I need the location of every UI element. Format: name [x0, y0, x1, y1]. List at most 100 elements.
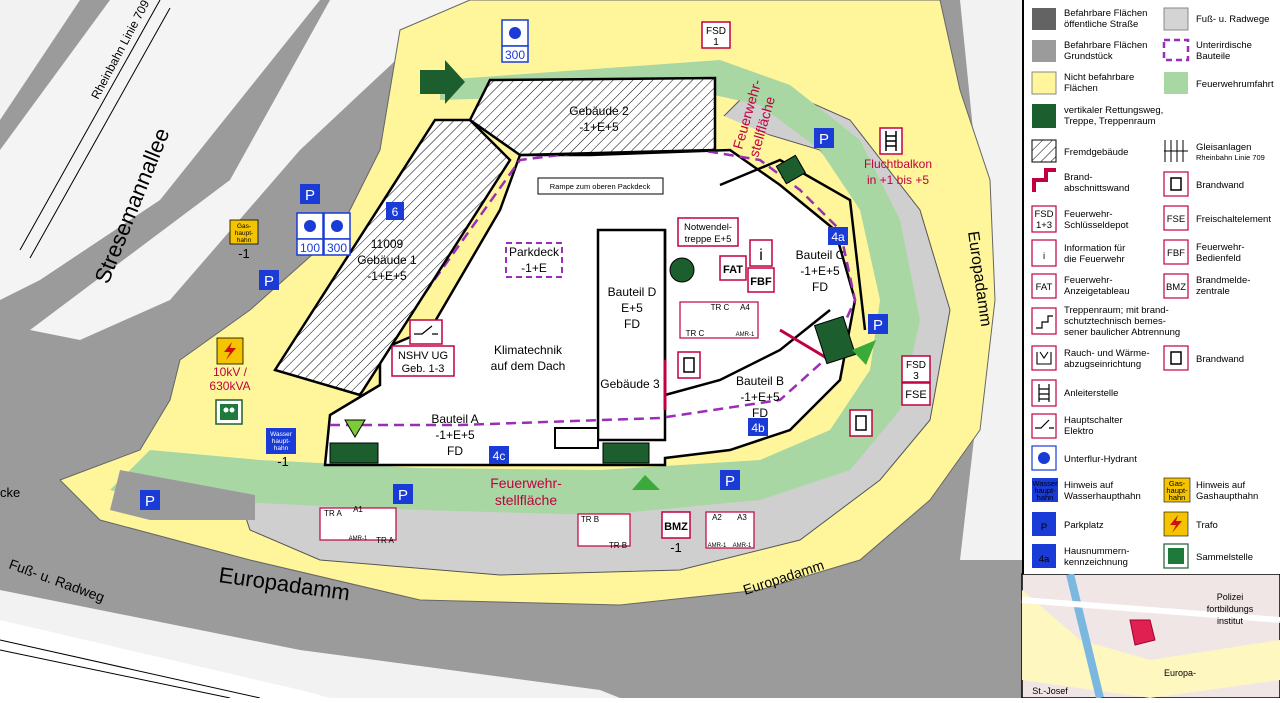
bauteil-b-name: Bauteil B	[736, 374, 784, 388]
legend-fse-icon	[1163, 205, 1189, 231]
svg-text:Rauch- und Wärme-: Rauch- und Wärme-	[1064, 348, 1150, 359]
fsd-3-box[interactable]	[901, 355, 931, 383]
rescue-stair-b[interactable]	[813, 315, 857, 365]
fbf-box[interactable]	[747, 267, 775, 293]
underground-outline	[330, 148, 857, 427]
parking-marker-2[interactable]: P	[259, 270, 279, 290]
svg-text:Nicht befahrbare: Nicht befahrbare	[1064, 72, 1134, 83]
hydrant-pair[interactable]: 100 300	[296, 212, 351, 256]
svg-text:300: 300	[505, 48, 525, 62]
parking-marker-3[interactable]: P	[814, 128, 834, 148]
svg-text:Gas-: Gas-	[237, 223, 251, 230]
legend-fsd-icon	[1031, 205, 1057, 233]
legend-swatch-footpath	[1163, 7, 1189, 31]
svg-text:Hinweis auf: Hinweis auf	[1064, 480, 1113, 491]
water-main-marker[interactable]: Wasser haupt- hahn -1	[266, 428, 296, 469]
svg-text:TR A: TR A	[376, 536, 394, 545]
tr-group-b[interactable]: TR B TR B	[577, 513, 631, 550]
svg-text:Hinweis auf: Hinweis auf	[1196, 480, 1245, 491]
svg-text:100: 100	[300, 241, 320, 255]
bmz-label: BMZ	[664, 521, 688, 533]
svg-text:P: P	[1041, 522, 1047, 533]
svg-text:10kV /: 10kV /	[213, 365, 248, 379]
svg-text:Freischaltelement: Freischaltelement	[1196, 214, 1271, 225]
svg-text:P: P	[305, 187, 315, 204]
notwendel-line1: Notwendel-	[684, 222, 732, 233]
svg-text:Wasser: Wasser	[270, 431, 293, 438]
svg-text:FAT: FAT	[1036, 282, 1053, 293]
svg-text:BMZ: BMZ	[1166, 282, 1186, 293]
switch-icon[interactable]	[409, 319, 443, 345]
parking-marker-7[interactable]: P	[140, 490, 160, 510]
triangle-3[interactable]	[632, 475, 660, 490]
railway-line-709	[19, 0, 171, 259]
svg-text:630kVA: 630kVA	[209, 379, 250, 393]
geb2-floors: -1+E+5	[579, 120, 619, 134]
svg-text:fortbildungs: fortbildungs	[1207, 604, 1254, 614]
gas-main-marker[interactable]: Gas- haupt- hahn -1	[229, 219, 259, 261]
triangle-b[interactable]	[852, 340, 876, 365]
trafo-marker[interactable]: 10kV / 630kVA	[209, 337, 251, 393]
gebaeude-1[interactable]	[273, 118, 512, 397]
bauteil-a-floors: -1+E+5	[435, 428, 475, 442]
entrance-arrow[interactable]	[420, 60, 465, 104]
svg-text:A2: A2	[712, 513, 722, 522]
svg-text:1+3: 1+3	[1036, 220, 1052, 231]
svg-text:sener baulicher Abtrennung: sener baulicher Abtrennung	[1064, 327, 1180, 338]
brandwand-icon-2[interactable]	[849, 409, 873, 437]
legend-info-icon	[1031, 239, 1057, 267]
fsd-3-line2: 3	[913, 371, 919, 382]
assembly-point-marker[interactable]	[215, 399, 243, 425]
notwendel-line2: treppe E+5	[685, 234, 732, 245]
fsd-1-box[interactable]	[701, 21, 731, 49]
svg-text:AMR-1: AMR-1	[733, 543, 752, 549]
parking-marker-4[interactable]: P	[868, 314, 888, 334]
legend-firewall-icon	[1032, 168, 1056, 192]
fat-box[interactable]	[719, 255, 747, 281]
legend-switch-icon	[1031, 413, 1057, 439]
svg-text:Wasserhaupthahn: Wasserhaupthahn	[1064, 491, 1141, 502]
inset-overview-map[interactable]: Polizei fortbildungs institut Europa- St…	[1021, 573, 1280, 699]
tr-group-c[interactable]: TR C A4 TR C AMR-1	[679, 301, 759, 339]
svg-text:Treppenraum; mit brand-: Treppenraum; mit brand-	[1064, 305, 1169, 316]
legend-swatch-underground	[1162, 38, 1190, 62]
svg-text:Elektro: Elektro	[1064, 426, 1094, 437]
house-number-4b: 4b	[748, 418, 768, 436]
geb1-floors: -1+E+5	[367, 269, 407, 283]
brandwand-icon-1[interactable]	[677, 351, 701, 379]
rescue-stair-3[interactable]	[602, 442, 650, 464]
fire-wall-b	[779, 328, 831, 362]
bauteil-a-name: Bauteil A	[431, 412, 478, 426]
parking-marker-1[interactable]: P	[300, 184, 320, 204]
info-icon[interactable]	[749, 239, 773, 267]
spiral-stair[interactable]	[669, 257, 695, 283]
svg-text:Bauteile: Bauteile	[1196, 51, 1230, 62]
parking-marker-6[interactable]: P	[393, 484, 413, 504]
tr-group-a[interactable]: TR A A1 AMR-1 TR A	[319, 505, 397, 545]
legend-water-icon	[1032, 478, 1058, 502]
legend-stair-icon	[1031, 307, 1057, 335]
triangle-a[interactable]	[344, 419, 366, 438]
rescue-stair-a[interactable]	[329, 442, 379, 464]
geb2-name: Gebäude 2	[569, 104, 629, 118]
svg-text:haupt-: haupt-	[272, 438, 290, 445]
amr-group-2-3[interactable]: A2 A3 AMR-1 AMR-1	[705, 511, 755, 549]
svg-text:FSE: FSE	[1167, 214, 1185, 225]
svg-text:hahn: hahn	[1169, 493, 1186, 502]
bauteil-d-core[interactable]	[596, 228, 667, 442]
svg-text:TR B: TR B	[581, 515, 599, 524]
rescue-stair-c[interactable]	[775, 154, 807, 185]
notwendeltreppe-box	[677, 217, 739, 247]
svg-text:AMR-1: AMR-1	[708, 543, 727, 549]
legend-swatch-fire-access	[1164, 72, 1188, 94]
svg-text:Gashaupthahn: Gashaupthahn	[1196, 491, 1258, 502]
hydrant-300-top[interactable]: 300	[501, 19, 529, 63]
svg-text:FBF: FBF	[1167, 248, 1185, 259]
svg-text:P: P	[145, 493, 155, 510]
svg-text:A1: A1	[353, 505, 363, 514]
fse-box[interactable]	[901, 382, 931, 406]
bmz-box[interactable]	[661, 511, 691, 539]
parking-marker-5[interactable]: P	[720, 470, 740, 490]
gebaeude-2[interactable]	[468, 76, 717, 157]
